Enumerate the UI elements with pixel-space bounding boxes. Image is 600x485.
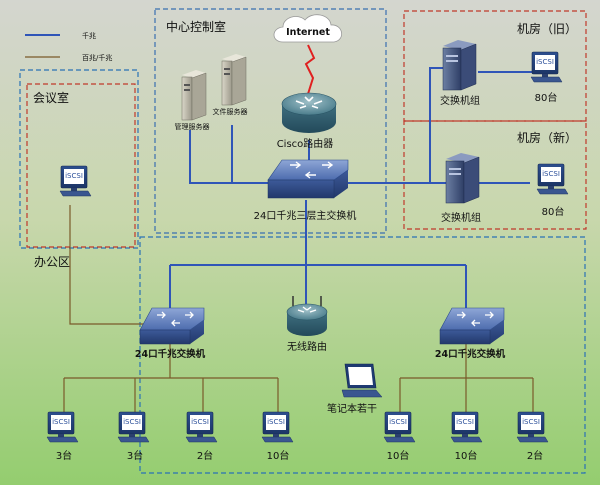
pc-left-1-screen: iSCSI [52, 418, 70, 426]
pc-old-room-icon [530, 51, 563, 83]
pc-right-2-icon [450, 411, 483, 443]
core-switch-icon [267, 159, 349, 199]
pc-meeting-room-screen: iSCSI [65, 172, 83, 180]
pc-right-3-icon [516, 411, 549, 443]
count-new-room: 80台 [542, 205, 565, 218]
left-switch-label: 24口千兆交换机 [135, 348, 206, 360]
switch-group-new-label: 交换机组 [441, 211, 481, 224]
laptop-icon [341, 363, 383, 398]
pc-right-1-icon [383, 411, 416, 443]
pc-right-3-screen: iSCSI [522, 418, 540, 426]
pc-left-1-icon [46, 411, 79, 443]
core-switch-label: 24口千兆三层主交换机 [254, 209, 357, 222]
switch-group-old-icon [442, 40, 477, 91]
pc-right-3-count: 2台 [527, 449, 543, 462]
pc-left-3-screen: iSCSI [191, 418, 209, 426]
internet-label: Internet [286, 27, 330, 38]
link-mgmt-core [189, 130, 270, 184]
wireless-router-icon [286, 296, 328, 336]
file-server-icon [221, 54, 247, 106]
pc-left-4-screen: iSCSI [267, 418, 285, 426]
pc-left-2-count: 3台 [127, 449, 143, 462]
zone-meeting-room-box [26, 83, 136, 248]
count-old-room: 80台 [535, 91, 558, 104]
zone-office-box [139, 236, 586, 474]
zone-server-new-box [403, 120, 587, 230]
legend-gigabit-label: 千兆 [82, 31, 96, 40]
internet-cloud-icon [273, 14, 342, 43]
pc-left-4-icon [261, 411, 294, 443]
mgmt-server-icon [181, 70, 207, 121]
pc-left-2-screen: iSCSI [123, 418, 141, 426]
pc-new-room-screen: iSCSI [542, 170, 560, 178]
pc-right-2-count: 10台 [455, 449, 478, 462]
pc-left-2-icon [117, 411, 150, 443]
switch-group-old-label: 交换机组 [440, 94, 480, 107]
pc-meeting-room-icon [59, 165, 92, 197]
zone-control-room-label: 中心控制室 [166, 19, 226, 34]
pc-right-1-screen: iSCSI [389, 418, 407, 426]
zone-office-top-box [19, 69, 139, 249]
link-meeting-left [69, 205, 145, 325]
router-label: Cisco路由器 [277, 137, 334, 150]
right-switch-label: 24口千兆交换机 [435, 348, 506, 360]
zone-server-old-label: 机房（旧） [517, 21, 577, 36]
switch-group-new-icon [445, 153, 480, 204]
link-core-old [429, 67, 447, 183]
lightning-link-icon [304, 44, 316, 95]
laptop-label: 笔记本若干 [327, 402, 377, 415]
legend: 千兆 百兆/千兆 [25, 31, 112, 62]
pc-new-room-icon [536, 163, 569, 195]
pc-left-1-count: 3台 [56, 449, 72, 462]
left-switch-icon [139, 307, 205, 345]
pc-old-room-screen: iSCSI [536, 58, 554, 66]
router-icon [281, 92, 337, 133]
zone-office-label: 办公区 [34, 254, 70, 269]
pc-left-3-count: 2台 [197, 449, 213, 462]
pc-right-2-screen: iSCSI [456, 418, 474, 426]
wireless-router-label: 无线路由 [287, 340, 327, 353]
pc-left-3-icon [185, 411, 218, 443]
zone-server-old-box [403, 10, 587, 122]
pc-right-1-count: 10台 [387, 449, 410, 462]
pc-left-4-count: 10台 [267, 449, 290, 462]
right-switch-icon [439, 307, 505, 345]
legend-fast-label: 百兆/千兆 [82, 53, 112, 62]
mgmt-server-label: 管理服务器 [175, 122, 210, 131]
zone-server-new-label: 机房（新） [517, 130, 577, 145]
zone-meeting-room-label: 会议室 [33, 90, 69, 105]
file-server-label: 文件服务器 [213, 107, 248, 116]
zone-control-room-box [154, 8, 387, 234]
